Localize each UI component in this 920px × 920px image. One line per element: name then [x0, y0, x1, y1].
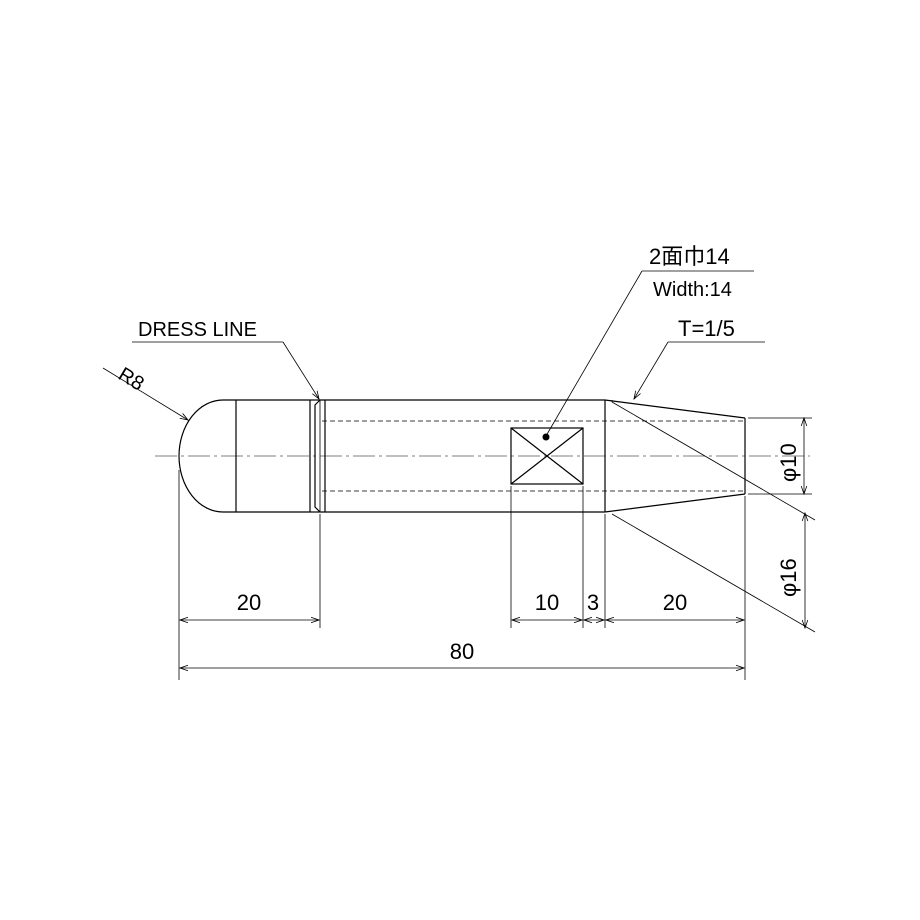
bottom-extension-lines [178, 470, 746, 680]
right-extension-lines [611, 401, 816, 633]
radius-leader [102, 367, 188, 420]
dim-tip-value: 20 [237, 590, 261, 615]
flats-label-en: Width:14 [653, 279, 732, 301]
pin-outline [178, 399, 746, 513]
radius-label: R8 [114, 363, 147, 395]
flats-leader [542, 270, 754, 441]
flats-label-jp: 2面巾14 [649, 244, 730, 269]
dress-line-label: DRESS LINE [138, 319, 257, 341]
dress-line-leader [132, 341, 319, 399]
dim-gap-value: 3 [587, 590, 599, 615]
dim-flat-value: 10 [535, 590, 559, 615]
dim-total-value: 80 [450, 639, 474, 664]
dia-large-label: φ16 [776, 558, 801, 597]
wrench-flat-symbol [510, 427, 584, 485]
taper-leader [634, 341, 765, 399]
dia-small-label: φ10 [776, 443, 801, 482]
taper-label: T=1/5 [678, 316, 735, 341]
dim-taper-value: 20 [663, 590, 687, 615]
